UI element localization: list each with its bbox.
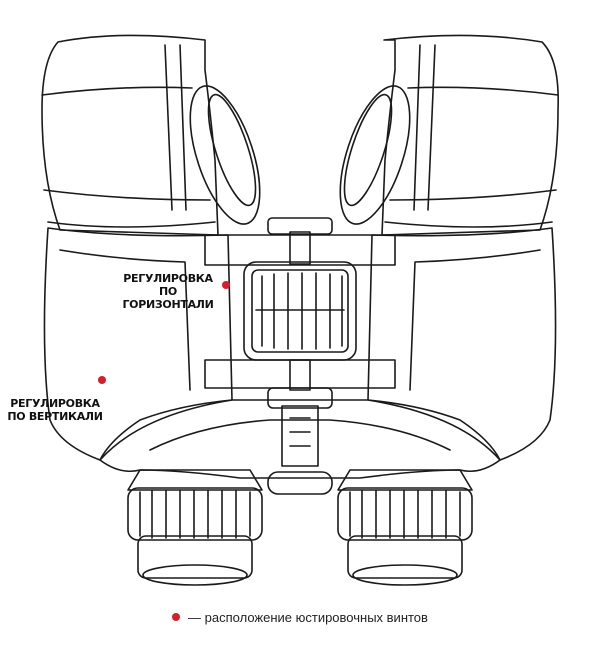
marker-horizontal-screw [222,281,230,289]
left-eyepiece-collar [127,469,263,491]
label-horizontal-line1: РЕГУЛИРОВКА [123,272,213,285]
left-eyecup-ring [189,85,261,225]
right-eyepiece-lens [352,564,458,586]
right-eyepiece [337,487,473,541]
label-horizontal-line2: ПО ГОРИЗОНТАЛИ [122,285,214,311]
focus-wheel [243,261,357,361]
label-horizontal-adjustment: РЕГУЛИРОВКА ПО ГОРИЗОНТАЛИ [118,272,218,311]
right-objective-barrel [381,34,559,236]
left-eyepiece [127,487,263,541]
left-objective-barrel [41,34,219,236]
red-dot-icon [172,613,181,621]
marker-vertical-screw [98,376,106,384]
left-eyepiece-lens [142,564,248,586]
label-vertical-adjustment: РЕГУЛИРОВКА ПО ВЕРТИКАЛИ [6,397,104,423]
legend: — расположение юстировочных винтов [0,610,600,625]
right-eyecup-ring [339,85,411,225]
label-vertical-line2: ПО ВЕРТИКАЛИ [7,410,103,423]
legend-text: — расположение юстировочных винтов [188,610,428,625]
right-eyepiece-collar [337,469,473,491]
right-prism-housing [367,227,557,461]
left-prism-housing [43,227,233,461]
center-bridge-top [267,217,333,235]
label-vertical-line1: РЕГУЛИРОВКА [10,397,100,410]
